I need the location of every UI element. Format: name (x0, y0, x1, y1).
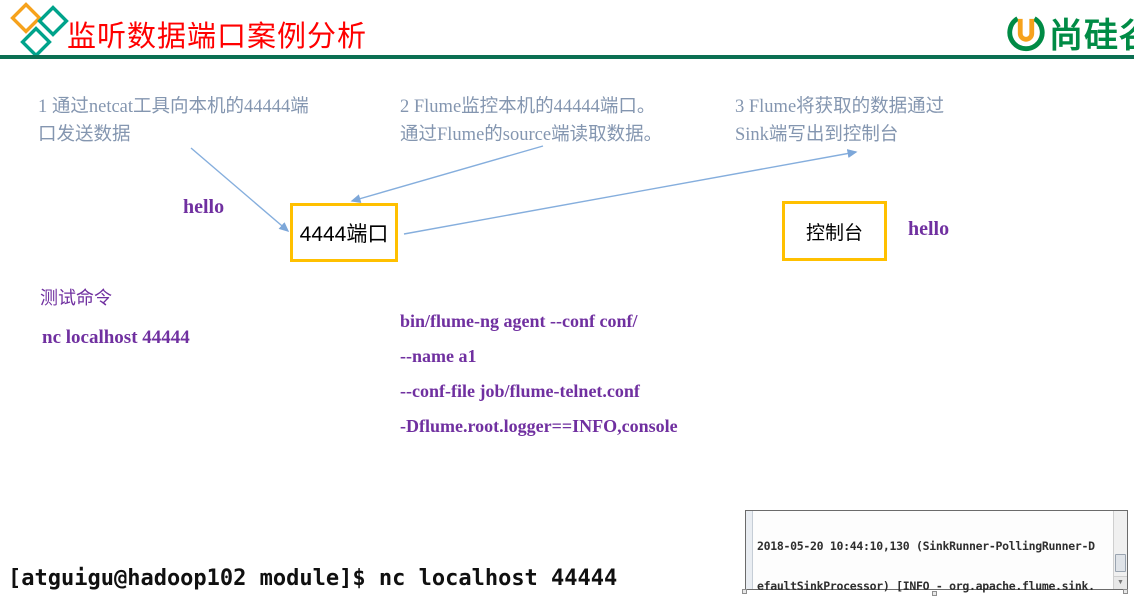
scrollbar-down-arrow-icon: ▼ (1114, 576, 1127, 589)
flume-log-panel: 2018-05-20 10:44:10,130 (SinkRunner-Poll… (745, 510, 1128, 593)
port-4444-label: 4444端口 (299, 222, 389, 246)
port-4444-box: 4444端口 (290, 203, 398, 262)
terminal-output: [atguigu@hadoop102 module]$ nc localhost… (8, 511, 617, 606)
header-divider (0, 55, 1134, 59)
test-command-heading: 测试命令 (40, 288, 112, 308)
terminal-prompt-line: [atguigu@hadoop102 module]$ nc localhost… (8, 566, 618, 591)
log-text: 2018-05-20 10:44:10,130 (SinkRunner-Poll… (757, 514, 1111, 606)
nc-command-text: nc localhost 44444 (42, 327, 190, 348)
page-title: 监听数据端口案例分析 (67, 21, 368, 53)
log-line: efaultSinkProcessor) [INFO - org.apache.… (757, 579, 1095, 594)
selection-handle (1123, 589, 1128, 594)
step-1-annotation: 1 通过netcat工具向本机的44444端 口发送数据 (38, 97, 309, 145)
hello-input-label: hello (183, 196, 225, 218)
brand-u-icon (1007, 15, 1045, 51)
flume-command-line: -Dflume.root.logger==INFO,console (400, 416, 678, 436)
step-2-annotation: 2 Flume监控本机的44444端口。 通过Flume的source端读取数据… (400, 97, 663, 145)
diamonds-logo-icon (10, 2, 69, 58)
flume-command-block: bin/flume-ng agent --conf conf/ --name a… (400, 309, 678, 449)
log-line: 2018-05-20 10:44:10,130 (SinkRunner-Poll… (757, 539, 1095, 554)
selection-handle (742, 589, 747, 594)
flume-command-line: bin/flume-ng agent --conf conf/ (400, 311, 638, 331)
log-vertical-scrollbar: ▼ (1113, 511, 1127, 589)
flume-command-line: --name a1 (400, 346, 477, 366)
step-3-annotation: 3 Flume将获取的数据通过 Sink端写出到控制台 (735, 97, 945, 145)
hello-output-label: hello (908, 218, 950, 240)
selection-handle (932, 591, 937, 596)
scrollbar-thumb (1115, 554, 1126, 572)
log-left-scrollbar (746, 511, 753, 589)
console-box: 控制台 (782, 201, 887, 261)
brand-logo: 尚硅谷 (1005, 8, 1134, 57)
console-label: 控制台 (805, 222, 863, 244)
brand-name: 尚硅谷 (1049, 17, 1134, 55)
arrow-flume-to-port (350, 145, 544, 203)
flume-command-line: --conf-file job/flume-telnet.conf (400, 381, 640, 401)
